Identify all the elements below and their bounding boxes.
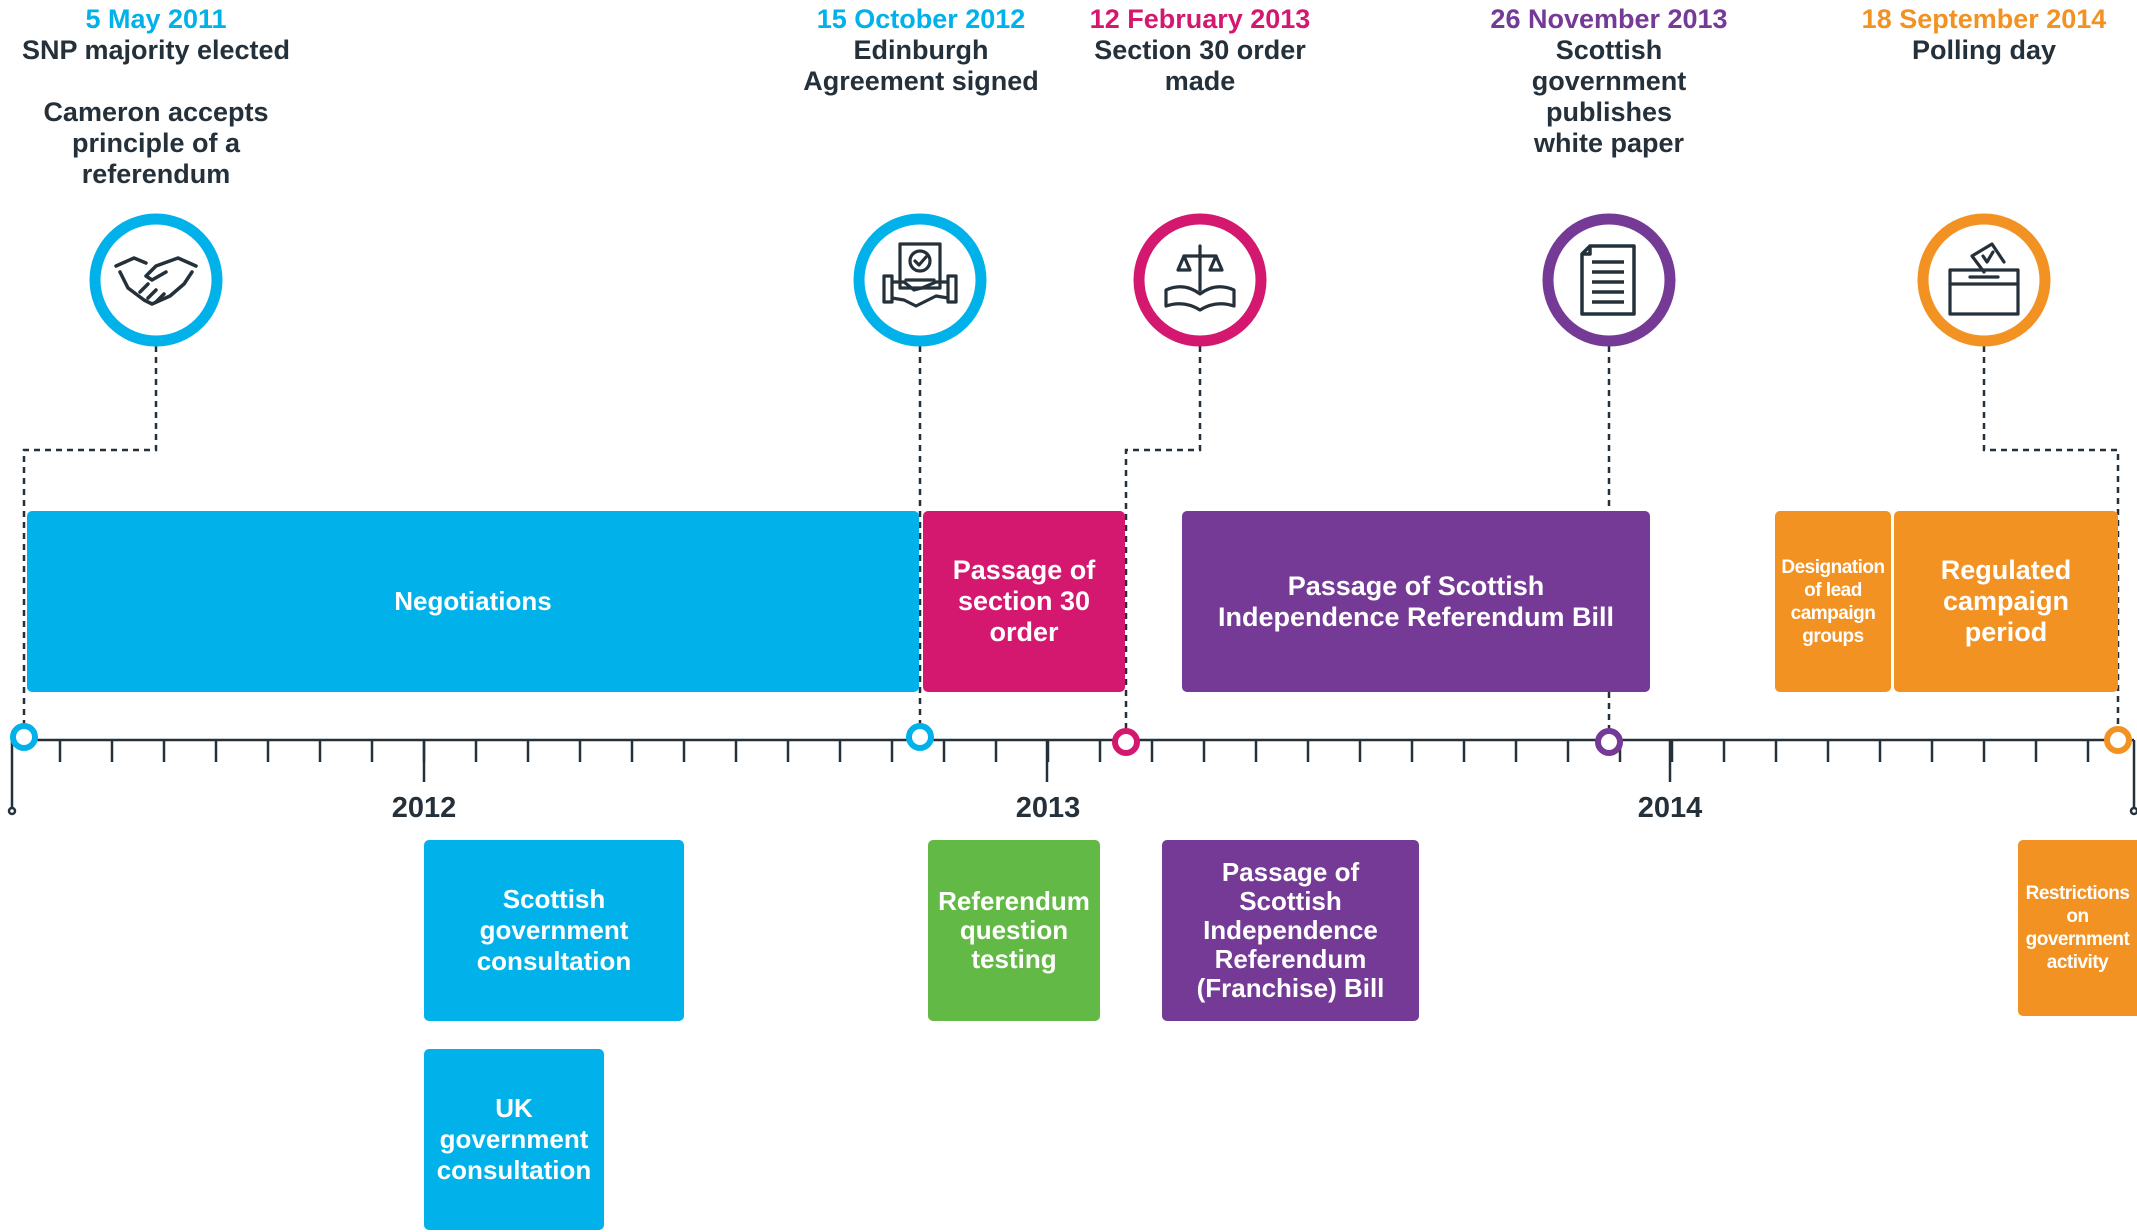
connector-section-30 xyxy=(1124,346,1202,742)
timeline-ticks xyxy=(58,740,2090,782)
activity-question-testing: Referendum question testing xyxy=(928,840,1100,1021)
activity-franchise-bill: Passage of Scottish Independence Referen… xyxy=(1162,840,1419,1021)
handshake-icon xyxy=(89,213,223,347)
activity-restrictions-government: Restrictions on government activity xyxy=(2018,840,2137,1016)
connector-polling-day xyxy=(1982,346,2120,738)
activity-uk-consultation: UK government consultation xyxy=(424,1049,604,1230)
event-section-30: 12 February 2013 Section 30 order made xyxy=(1080,4,1320,97)
event-label-secondary: Cameron accepts principle of a referendu… xyxy=(43,97,269,189)
event-label: Scottish government publishes white pape… xyxy=(1531,35,1687,158)
event-polling-day: 18 September 2014 Polling day xyxy=(1852,4,2116,66)
year-label-2014: 2014 xyxy=(1637,792,1703,824)
phase-designation-campaign-groups: Designation of lead campaign groups xyxy=(1775,511,1891,692)
event-date: 18 September 2014 xyxy=(1861,4,2107,34)
year-label-2013: 2013 xyxy=(1015,792,1081,824)
year-label-2012: 2012 xyxy=(391,792,457,824)
marker-snp-elected xyxy=(10,723,38,751)
event-edinburgh-agreement: 15 October 2012 Edinburgh Agreement sign… xyxy=(790,4,1052,97)
phase-regulated-campaign-period: Regulated campaign period xyxy=(1894,511,2118,692)
ballot-box-icon xyxy=(1917,213,2051,347)
event-date: 26 November 2013 xyxy=(1490,4,1728,34)
event-white-paper: 26 November 2013 Scottish government pub… xyxy=(1484,4,1734,159)
timeline-markers xyxy=(10,723,2132,756)
phase-negotiations: Negotiations xyxy=(27,511,919,692)
marker-section-30 xyxy=(1112,728,1140,756)
event-label: Section 30 order made xyxy=(1094,35,1306,96)
phase-passage-referendum-bill: Passage of Scottish Independence Referen… xyxy=(1182,511,1650,692)
law-scales-book-icon xyxy=(1133,213,1267,347)
connector-snp-elected xyxy=(22,346,158,738)
event-date: 12 February 2013 xyxy=(1089,4,1311,34)
timeline-axis xyxy=(7,738,2137,816)
event-label: SNP majority elected xyxy=(21,35,291,65)
signed-agreement-icon xyxy=(853,213,987,347)
activity-scottish-consultation: Scottish government consultation xyxy=(424,840,684,1021)
event-label: Edinburgh Agreement signed xyxy=(803,35,1039,96)
marker-polling-day xyxy=(2104,726,2132,754)
event-label: Polling day xyxy=(1911,35,2057,65)
event-date: 15 October 2012 xyxy=(816,4,1026,34)
document-icon xyxy=(1542,213,1676,347)
phase-passage-section-30: Passage of section 30 order xyxy=(923,511,1125,692)
event-snp-elected: 5 May 2011 SNP majority elected Cameron … xyxy=(2,4,310,190)
event-date: 5 May 2011 xyxy=(85,4,227,34)
marker-white-paper xyxy=(1595,728,1623,756)
connector-lines xyxy=(22,346,2120,742)
marker-edinburgh-agreement xyxy=(906,723,934,751)
